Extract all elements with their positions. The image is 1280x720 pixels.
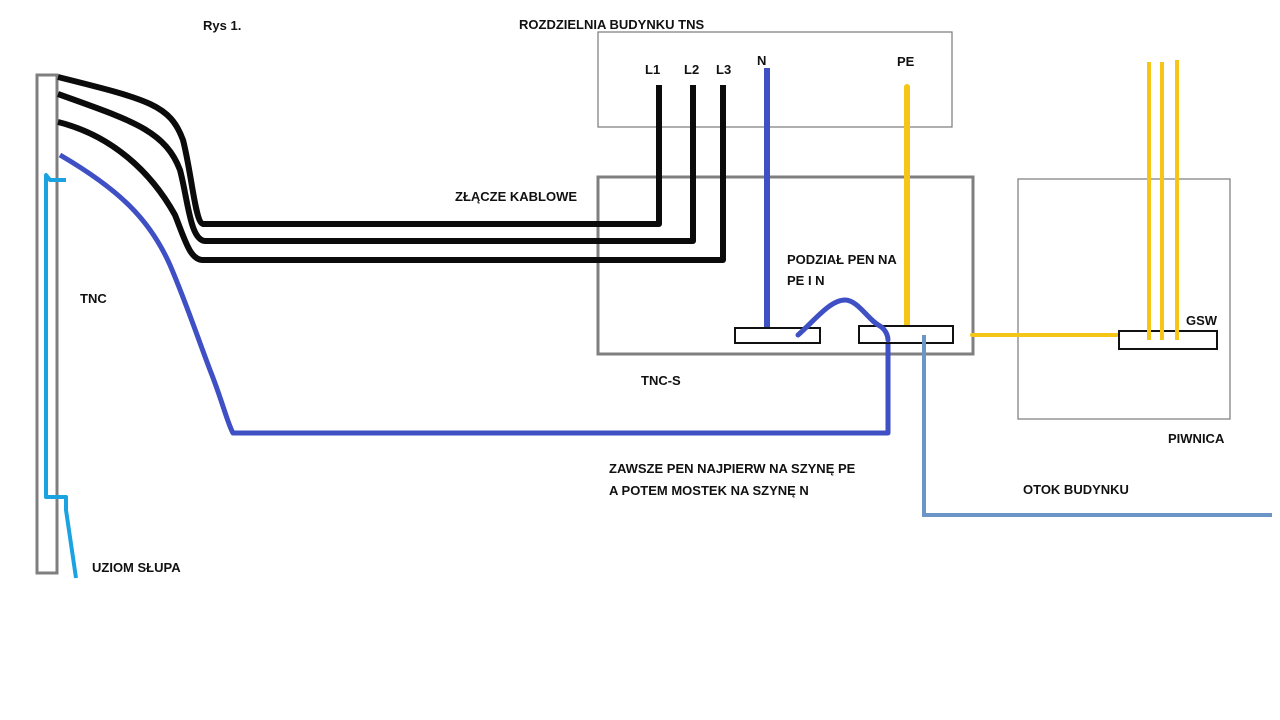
l2-label: L2 bbox=[684, 62, 699, 77]
pe-busbar bbox=[858, 325, 954, 344]
n-busbar bbox=[734, 327, 821, 344]
pen-split-label-line1: PODZIAŁ PEN NA bbox=[787, 252, 897, 267]
building-distribution-board bbox=[597, 31, 953, 128]
pole bbox=[35, 73, 59, 575]
board-title: ROZDZIELNIA BUDYNKU TNS bbox=[519, 17, 704, 32]
l3-label: L3 bbox=[716, 62, 731, 77]
cable-joint-label: ZŁĄCZE KABLOWE bbox=[455, 189, 577, 204]
pen-conductor bbox=[58, 152, 891, 436]
phase-l3-conductor bbox=[57, 85, 726, 263]
l1-label: L1 bbox=[645, 62, 660, 77]
phase-l2-conductor bbox=[56, 85, 696, 244]
ring-earth-conductor bbox=[922, 335, 1272, 517]
note-line1: ZAWSZE PEN NAJPIERW NA SZYNĘ PE bbox=[609, 461, 856, 476]
gsw-label: GSW bbox=[1186, 313, 1218, 328]
phase-l1-conductor bbox=[57, 74, 662, 227]
basement-label: PIWNICA bbox=[1168, 431, 1225, 446]
ring-earth-label: OTOK BUDYNKU bbox=[1023, 482, 1129, 497]
basement-box bbox=[1017, 178, 1231, 420]
note-line2: A POTEM MOSTEK NA SZYNĘ N bbox=[609, 483, 809, 498]
pole-earth-label: UZIOM SŁUPA bbox=[92, 560, 181, 575]
tncs-label: TNC-S bbox=[641, 373, 681, 388]
cable-joint-box bbox=[596, 175, 975, 356]
pe-n-bridge bbox=[795, 297, 891, 343]
pole-earth-conductor bbox=[44, 173, 78, 579]
gsw-busbar bbox=[1118, 330, 1218, 350]
pe-label: PE bbox=[897, 54, 915, 69]
tnc-label: TNC bbox=[80, 291, 107, 306]
figure-label: Rys 1. bbox=[203, 18, 241, 33]
n-label: N bbox=[757, 53, 766, 68]
pen-split-label-line2: PE I N bbox=[787, 273, 825, 288]
